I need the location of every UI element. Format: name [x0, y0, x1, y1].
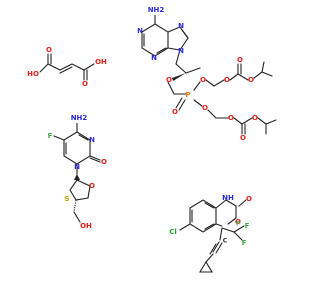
- label-emtricitabine-o2: O: [101, 158, 107, 166]
- label-tenofovir-n9: N: [178, 47, 184, 55]
- label-emtricitabine-oh: OH: [80, 222, 92, 230]
- label-efavirenz-nh: NH: [222, 194, 234, 202]
- label-emtricitabine-s: S: [64, 195, 69, 203]
- label-tenofovir-o-c3: O: [248, 76, 254, 84]
- label-emtricitabine-f: F: [48, 132, 53, 140]
- label-tenofovir-o-b: O: [202, 104, 208, 112]
- label-tenofovir-p: P: [185, 91, 190, 99]
- emtricitabine-structure: [53, 121, 101, 223]
- label-efavirenz-cl: Cl: [169, 228, 177, 236]
- label-tenofovir-n3: N: [151, 54, 157, 62]
- label-tenofovir-o-d2: O: [240, 134, 246, 142]
- label-tenofovir-n1: N: [137, 27, 143, 35]
- label-tenofovir-o-d3: O: [252, 114, 258, 122]
- label-fumarate-o-right: O: [82, 80, 88, 88]
- label-tenofovir-o-c2: O: [237, 56, 243, 64]
- label-emtricitabine-n1: N: [74, 163, 80, 171]
- label-emtricitabine-n3: N: [89, 136, 95, 144]
- label-efavirenz-f2: F: [245, 222, 250, 230]
- label-fumarate-o-left: O: [46, 46, 52, 54]
- tenofovir-disoproxil-structure: [141, 13, 277, 135]
- molecule-diagram: NH2 N N N N O P O O O O O O O O O HO O O…: [27, 6, 277, 273]
- atom-labels: NH2 N N N N O P O O O O O O O O O HO O O…: [27, 6, 258, 247]
- label-efavirenz-alkyne-c: C: [223, 238, 228, 245]
- label-fumarate-oh: OH: [95, 58, 107, 66]
- label-tenofovir-o-c1: O: [224, 76, 230, 84]
- label-efavirenz-f3: F: [242, 239, 247, 247]
- label-emtricitabine-nh2: NH2: [71, 114, 88, 122]
- label-tenofovir-o-a: O: [200, 76, 206, 84]
- label-efavirenz-o-carbonyl: O: [246, 195, 252, 203]
- fumaric-acid-structure: [39, 53, 95, 81]
- label-emtricitabine-o-ring: O: [89, 182, 95, 190]
- label-efavirenz-o-ring: O: [235, 218, 241, 226]
- label-fumarate-ho: HO: [27, 70, 39, 78]
- label-tenofovir-o-ether: O: [166, 76, 172, 84]
- label-tenofovir-o-d1: O: [228, 114, 234, 122]
- chemical-structure-canvas: NH2 N N N N O P O O O O O O O O O HO O O…: [27, 6, 277, 273]
- label-tenofovir-n7: N: [178, 22, 184, 30]
- label-efavirenz-f1: F: [236, 221, 240, 228]
- label-tenofovir-nh2: NH2: [148, 6, 165, 14]
- label-tenofovir-o-p: O: [172, 108, 178, 116]
- efavirenz-structure: [179, 199, 247, 273]
